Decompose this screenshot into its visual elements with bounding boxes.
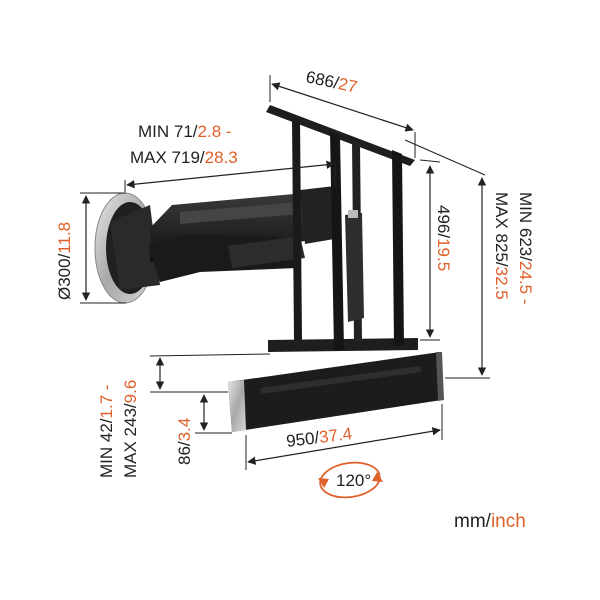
top-width-dimension-line (271, 82, 414, 132)
swing-arm (148, 186, 340, 282)
bar-gap-min-label: MIN 42/1.7 - (97, 384, 116, 478)
total-max-label: MAX 825/32.5 (492, 192, 511, 300)
plate-diameter-label: Ø300/11.8 (55, 222, 74, 300)
rotate-icon (318, 461, 383, 499)
wall-plate (94, 192, 160, 304)
rotation-label: 120° (336, 471, 371, 490)
bar-gap-max-label: MAX 243/9.6 (121, 380, 140, 478)
bar-width-dimension-line (247, 427, 441, 465)
frame-height-label: 496/19.5 (434, 205, 453, 271)
arm-extension-dimension-line (126, 160, 335, 189)
top-width-label: 686/27 (304, 67, 359, 96)
arm-min-label: MIN 71/2.8 - (138, 122, 232, 141)
units-legend: mm/inch (454, 511, 526, 532)
bar-width-label: 950/37.4 (285, 424, 353, 451)
bar-height-label: 86/3.4 (175, 418, 194, 465)
total-min-label: MIN 623/24.5 - (516, 192, 535, 304)
arm-max-label: MAX 719/28.3 (130, 148, 238, 167)
soundbar (228, 352, 444, 432)
